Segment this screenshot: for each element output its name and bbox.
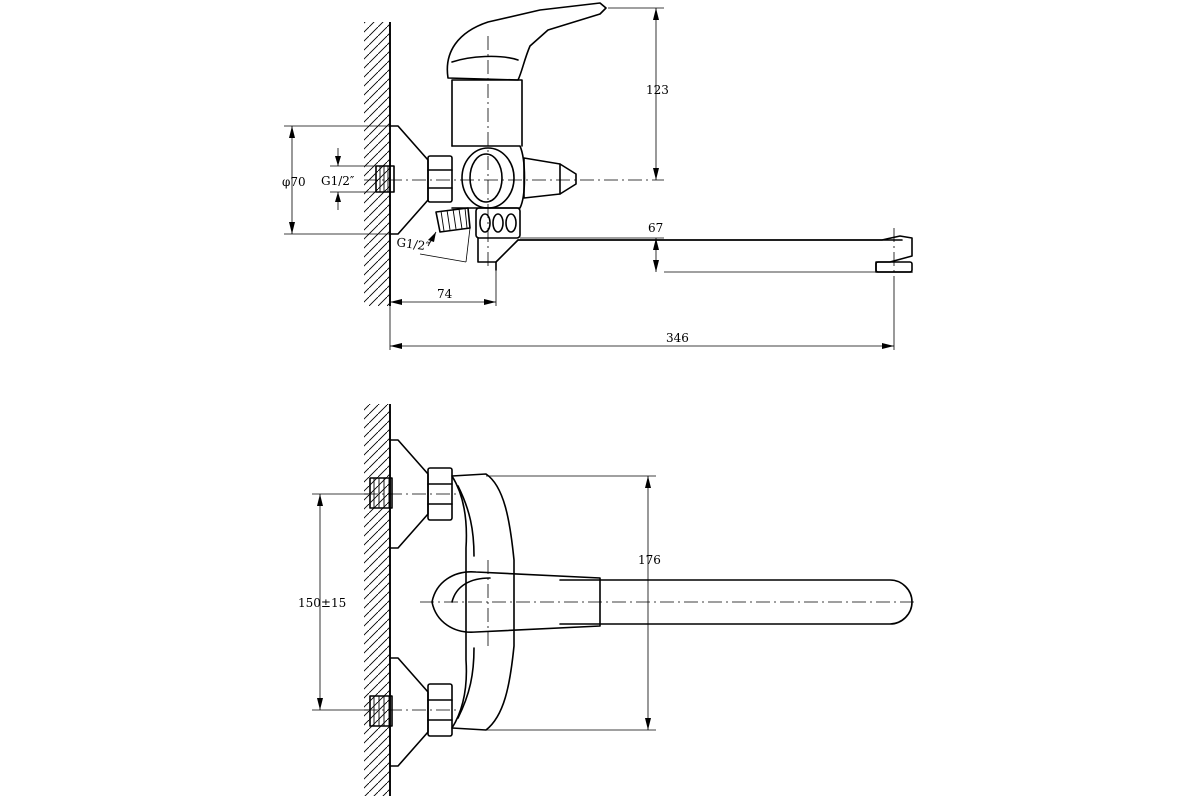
side-lever-handle (446, 2, 607, 81)
side-spout (477, 235, 913, 273)
dim-thread-inlet: G1/2″ (321, 148, 355, 210)
top-upper-hex-nut (427, 467, 453, 521)
top-view: 176 150±15 (298, 404, 916, 796)
side-swivel-ring (475, 207, 521, 239)
top-upper-inlet (369, 439, 453, 549)
dim-thread-inlet-label: G1/2″ (321, 174, 355, 188)
dim-total-length: 346 (390, 331, 894, 349)
top-wall (364, 404, 391, 796)
side-shower-outlet (435, 207, 471, 233)
dim-body-depth-label: 74 (437, 287, 453, 301)
top-lower-inlet (369, 657, 453, 767)
side-lever-cap (451, 55, 519, 63)
dim-thread-outlet-label: G1/2″ (396, 235, 432, 254)
dim-flange-diameter: φ70 (282, 126, 306, 234)
dim-center-spacing: 150±15 (298, 494, 346, 710)
dim-height: 123 (646, 8, 669, 180)
dim-center-spacing-label: 150±15 (298, 596, 346, 610)
top-lower-hex-nut (427, 683, 453, 737)
dim-total-length-label: 346 (666, 331, 689, 345)
dim-body-width-label: 176 (638, 553, 661, 567)
dim-spout-height: 67 (648, 221, 663, 272)
dim-spout-height-label: 67 (648, 221, 663, 235)
dim-body-depth: 74 (390, 287, 496, 305)
dim-flange-diameter-label: φ70 (282, 175, 306, 189)
side-view: 123 67 φ70 G1/2″ (282, 2, 913, 350)
side-body-column (451, 79, 523, 147)
dim-body-width: 176 (638, 476, 661, 730)
side-hex-nut (427, 155, 453, 203)
dim-thread-outlet: G1/2″ (396, 227, 471, 263)
side-diverter-knob (523, 157, 577, 199)
dim-height-label: 123 (646, 83, 669, 97)
side-inlet-pipe (375, 165, 395, 193)
top-lower-flange (389, 657, 429, 767)
side-wall (364, 22, 391, 306)
